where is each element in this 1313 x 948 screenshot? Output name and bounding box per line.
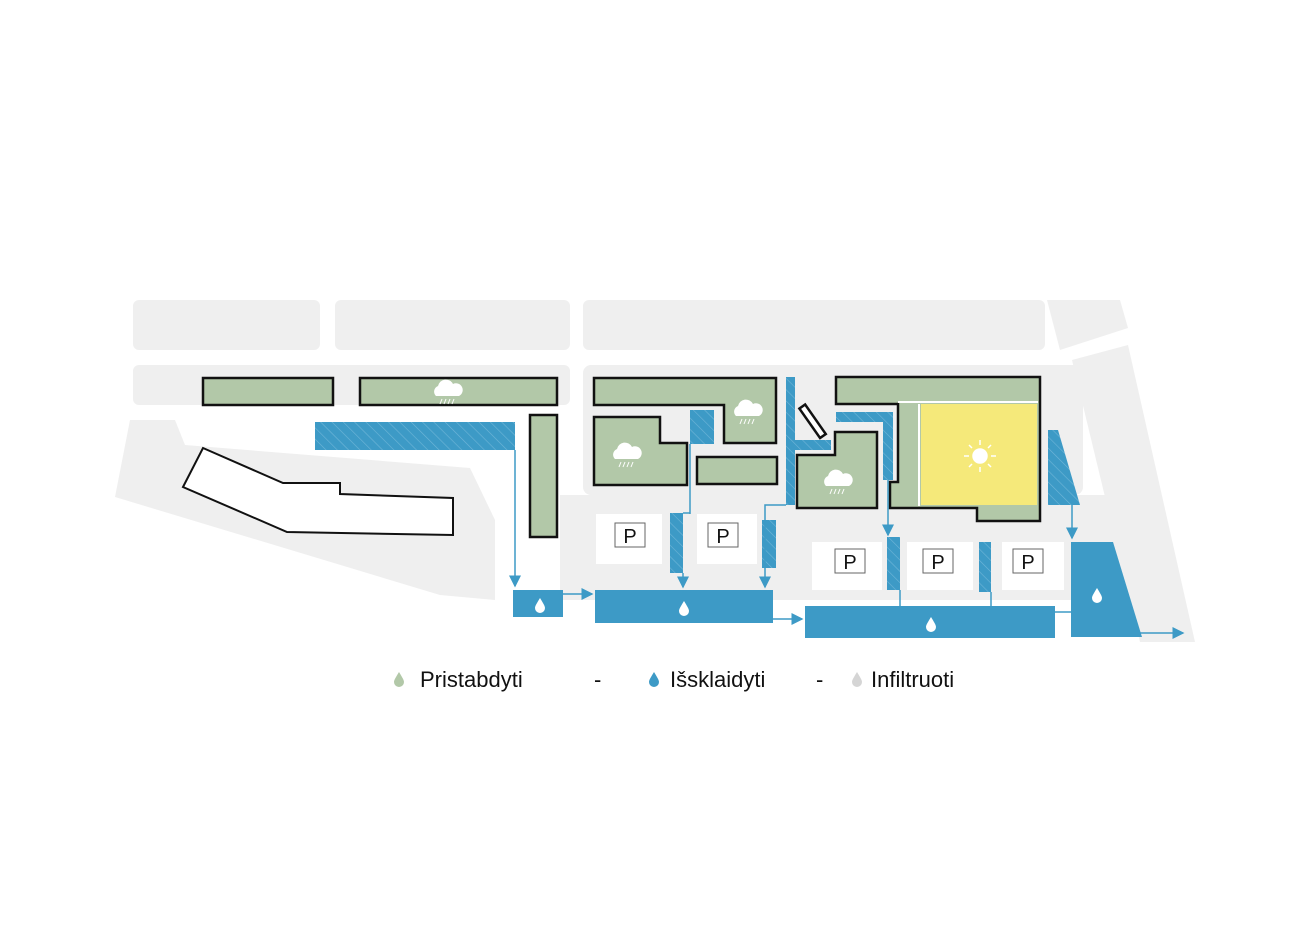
svg-text:P: P: [843, 552, 856, 574]
sun-icon: [964, 440, 996, 472]
svg-text:P: P: [716, 526, 729, 548]
svg-text:-: -: [594, 667, 601, 692]
weather-icons: [433, 379, 996, 495]
hatched-swales: [315, 377, 1080, 592]
svg-text:Pristabdyti: Pristabdyti: [420, 667, 523, 692]
legend: Pristabdyti - Išsklaidyti - Infiltruoti: [394, 667, 954, 692]
parking-signs: P P P P P: [614, 522, 1044, 574]
svg-text:-: -: [816, 667, 823, 692]
svg-text:Išsklaidyti: Išsklaidyti: [670, 667, 765, 692]
drop-icon-gray: [852, 672, 862, 687]
svg-text:P: P: [623, 526, 636, 548]
svg-text:P: P: [1021, 552, 1034, 574]
buildings: [181, 375, 1042, 539]
svg-text:Infiltruoti: Infiltruoti: [871, 667, 954, 692]
svg-text:P: P: [931, 552, 944, 574]
detention-tanks: [513, 542, 1142, 638]
drop-icon-green: [394, 672, 404, 687]
drop-icon-blue: [649, 672, 659, 687]
flow-lines: [509, 444, 1185, 639]
